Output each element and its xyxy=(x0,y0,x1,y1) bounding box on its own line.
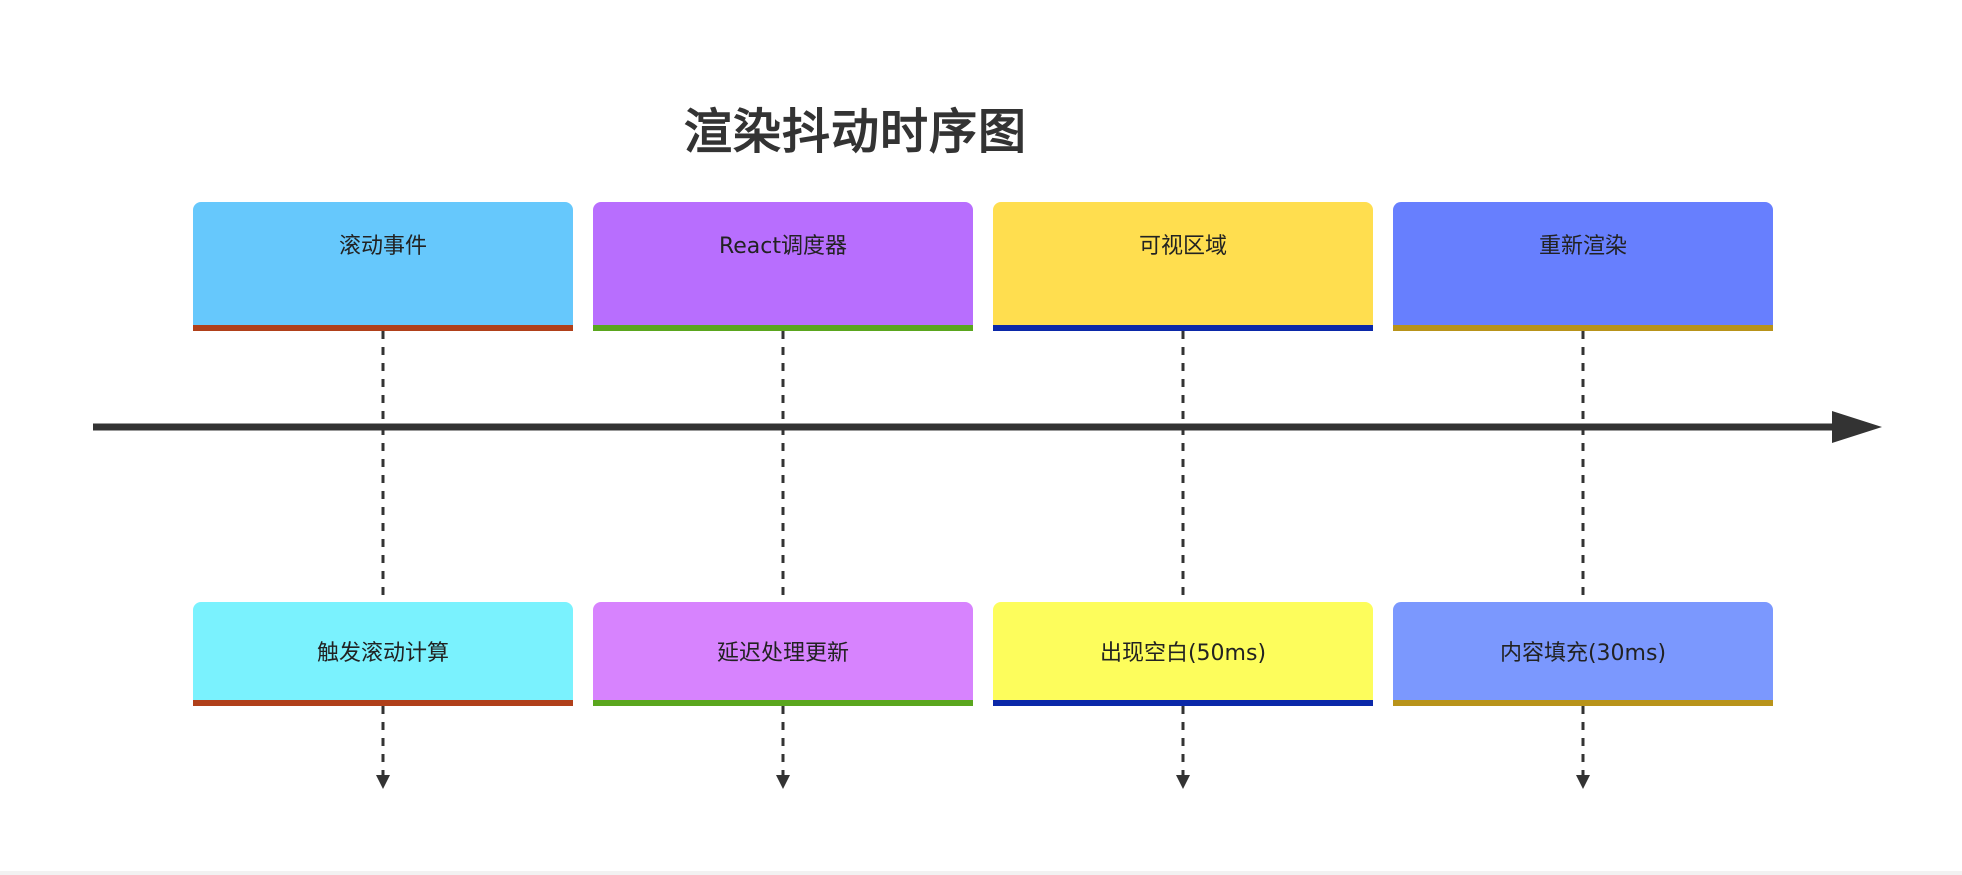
stage-card-4: 重新渲染 xyxy=(1393,202,1773,331)
stage-card-underline-1 xyxy=(193,325,573,331)
stage-label-2: React调度器 xyxy=(718,234,848,259)
effect-card-2: 延迟处理更新 xyxy=(593,602,973,706)
effect-card-underline-4 xyxy=(1393,700,1773,706)
stage-card-1: 滚动事件 xyxy=(193,202,573,331)
stage-label-3: 可视区域 xyxy=(1138,234,1227,259)
stage-card-2: React调度器 xyxy=(593,202,973,331)
effect-label-3: 出现空白(50ms) xyxy=(1099,641,1267,666)
stage-card-underline-4 xyxy=(1393,325,1773,331)
page-bottom-strip xyxy=(0,871,1962,875)
effect-label-1: 触发滚动计算 xyxy=(316,641,449,666)
effect-card-3: 出现空白(50ms) xyxy=(993,602,1373,706)
effect-label-4: 内容填充(30ms) xyxy=(1499,641,1667,666)
stage-card-3: 可视区域 xyxy=(993,202,1373,331)
stage-card-underline-3 xyxy=(993,325,1373,331)
stage-card-underline-2 xyxy=(593,325,973,331)
diagram-title: 渲染抖动时序图 xyxy=(684,104,1028,160)
effect-card-4: 内容填充(30ms) xyxy=(1393,602,1773,706)
effect-card-underline-3 xyxy=(993,700,1373,706)
time-axis-arrowhead xyxy=(1832,411,1882,443)
effect-label-2: 延迟处理更新 xyxy=(716,641,849,666)
stage-label-4: 重新渲染 xyxy=(1538,234,1627,259)
stage-label-1: 滚动事件 xyxy=(338,234,427,259)
effect-card-1: 触发滚动计算 xyxy=(193,602,573,706)
effect-card-underline-2 xyxy=(593,700,973,706)
effect-card-underline-1 xyxy=(193,700,573,706)
